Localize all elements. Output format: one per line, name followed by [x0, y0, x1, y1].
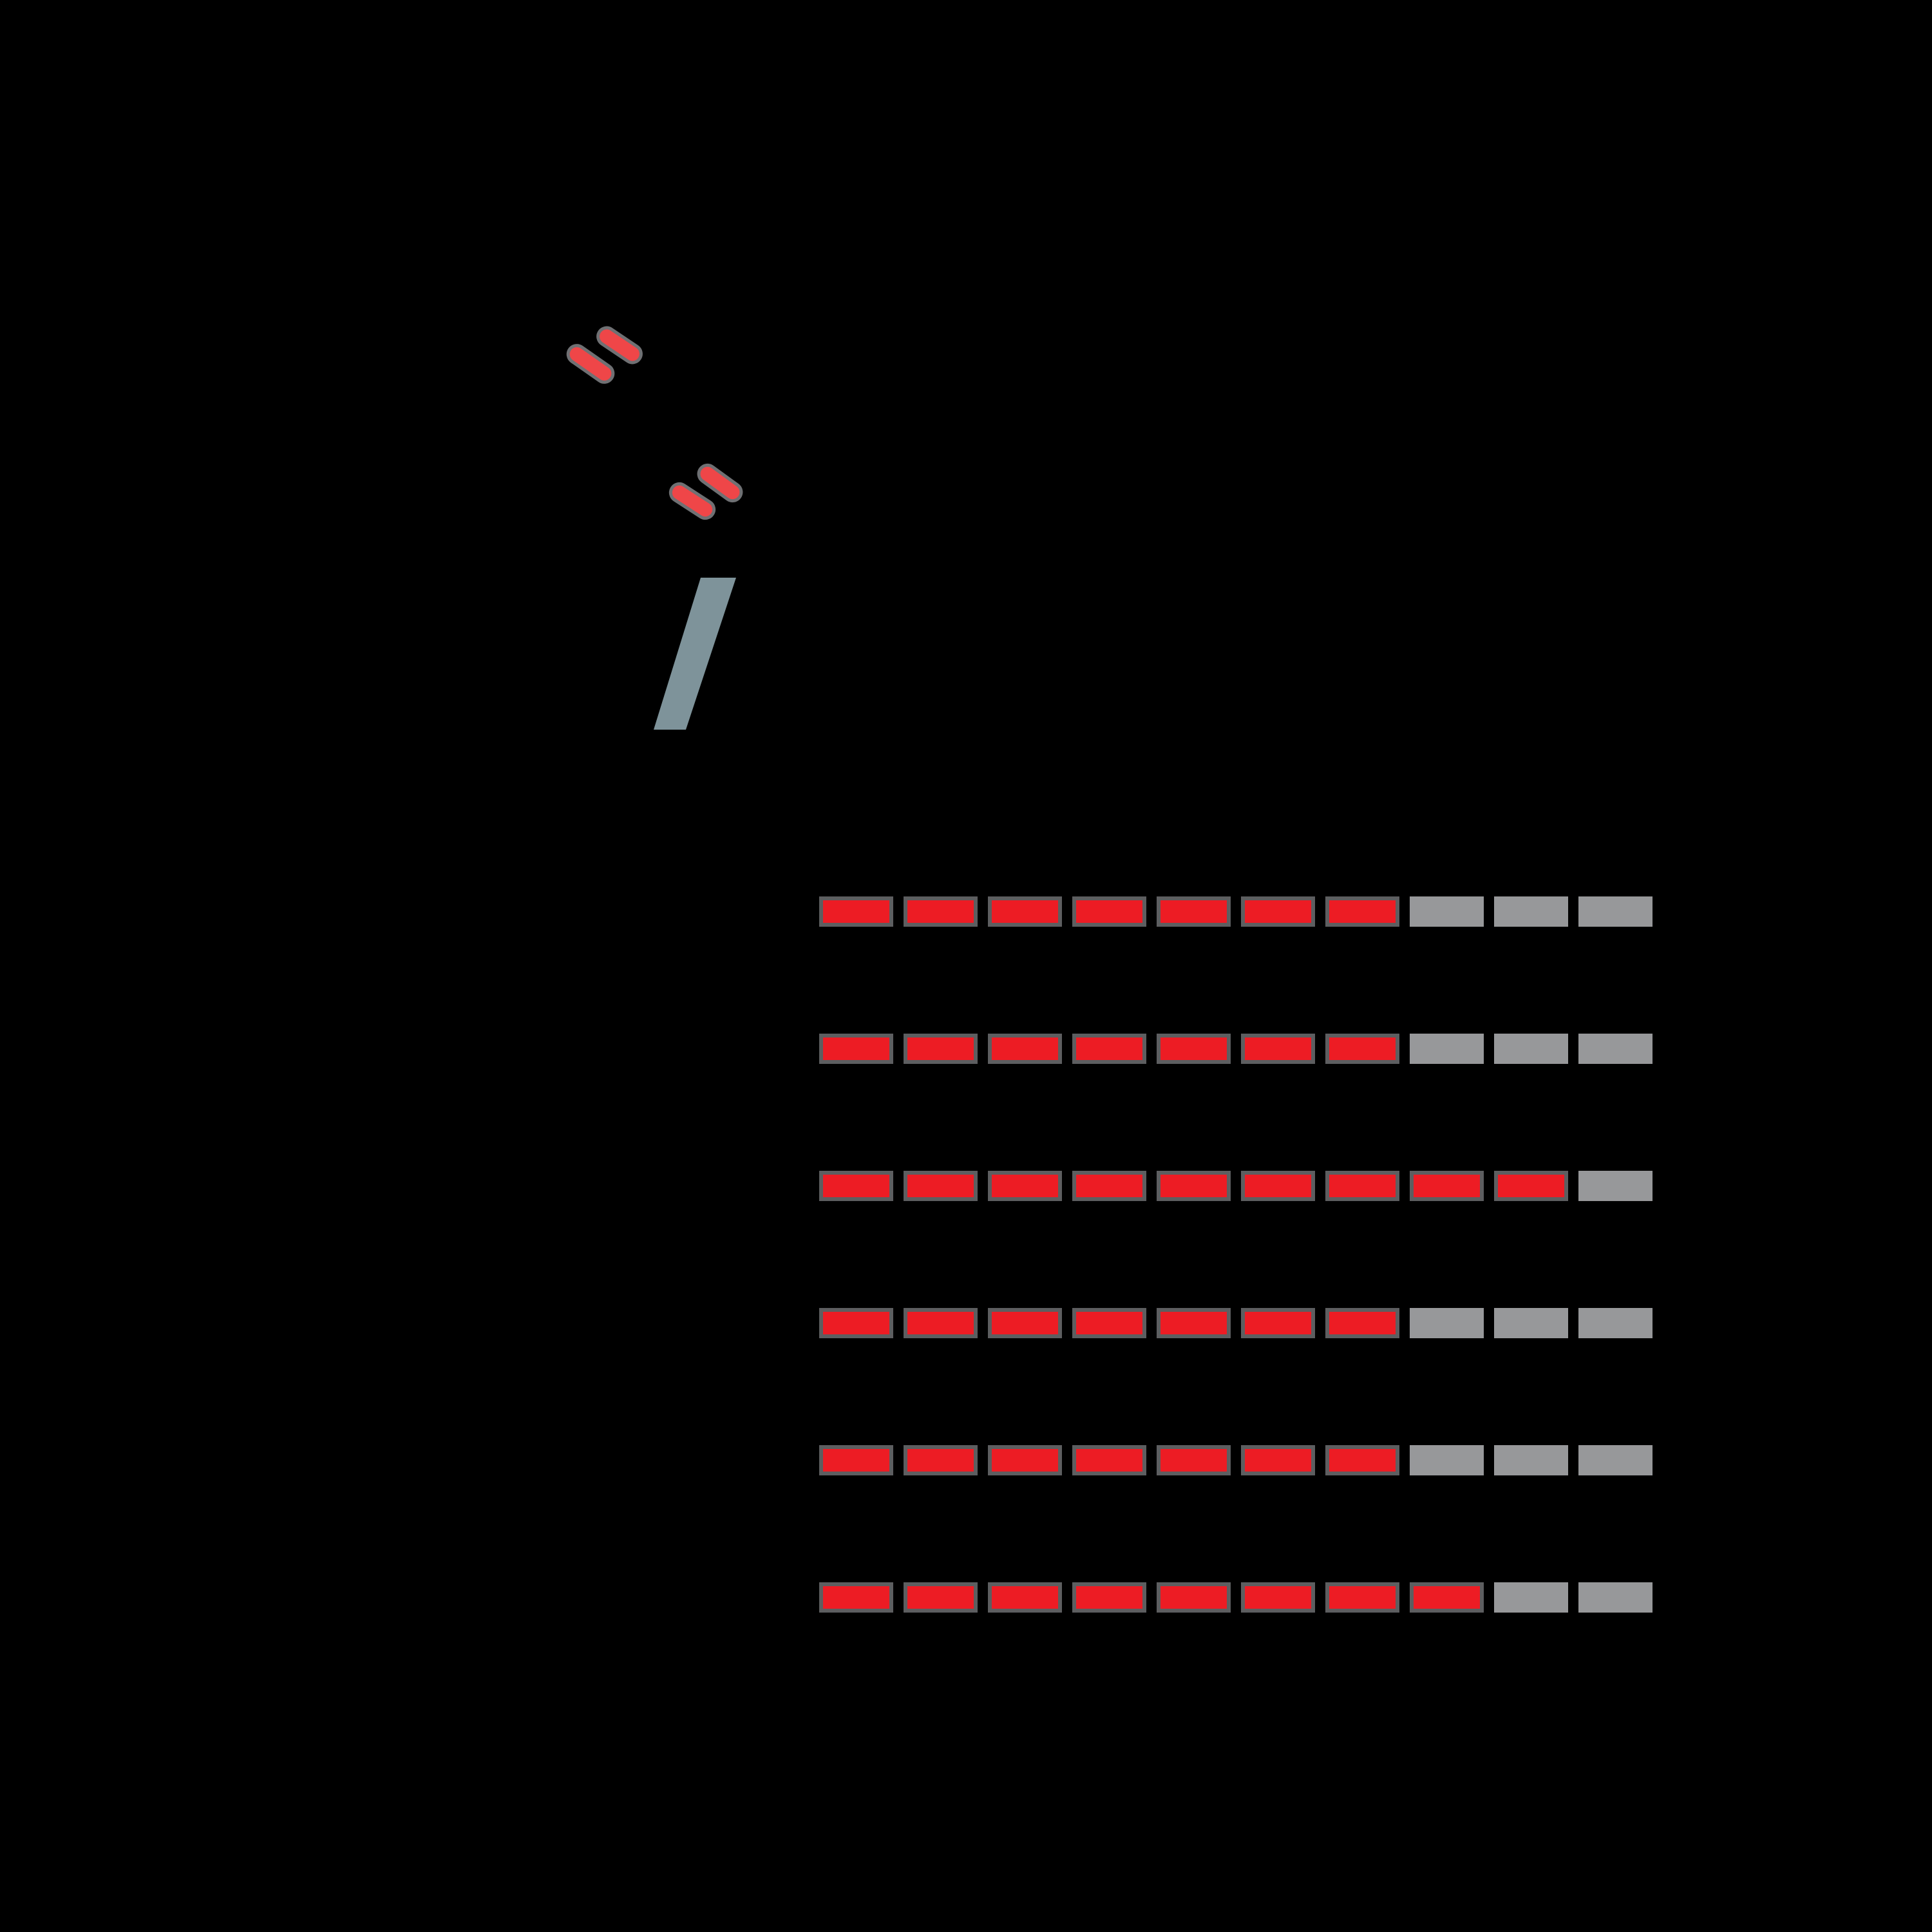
- rating-segment-filled: [1072, 1171, 1146, 1201]
- rating-segment-filled: [1325, 1034, 1399, 1064]
- rating-segment-filled: [1325, 1445, 1399, 1475]
- rating-segment-empty: [1494, 1308, 1568, 1338]
- gray-slash-icon: [654, 578, 736, 730]
- rating-row: [819, 1171, 1682, 1201]
- rating-segment-filled: [904, 1034, 978, 1064]
- rating-segment-filled: [904, 1171, 978, 1201]
- rating-segment-empty: [1578, 1445, 1653, 1475]
- rating-row: [819, 1445, 1682, 1475]
- rating-segment-filled: [1241, 1034, 1315, 1064]
- rating-segment-filled: [1241, 1445, 1315, 1475]
- rating-row: [819, 1034, 1682, 1064]
- rating-segment-empty: [1494, 1445, 1568, 1475]
- rating-row: [819, 1582, 1682, 1613]
- rating-segment-filled: [1410, 1171, 1484, 1201]
- rating-segment-empty: [1410, 896, 1484, 927]
- rating-segment-filled: [904, 896, 978, 927]
- rating-segment-filled: [904, 1445, 978, 1475]
- rating-segment-filled: [1072, 1582, 1146, 1613]
- rating-segment-filled: [1072, 1308, 1146, 1338]
- rating-segment-filled: [1325, 1171, 1399, 1201]
- rating-segment-empty: [1410, 1445, 1484, 1475]
- rating-segment-empty: [1494, 896, 1568, 927]
- rating-segment-filled: [1325, 1308, 1399, 1338]
- rating-segment-empty: [1410, 1308, 1484, 1338]
- rating-segment-filled: [988, 896, 1062, 927]
- rating-segment-filled: [819, 1171, 893, 1201]
- rating-segment-filled: [1072, 1445, 1146, 1475]
- rating-segment-empty: [1578, 1582, 1653, 1613]
- rating-segment-filled: [1157, 1308, 1231, 1338]
- rating-segment-filled: [819, 1308, 893, 1338]
- logo-mark: [0, 0, 837, 837]
- rating-segment-filled: [819, 1445, 893, 1475]
- rating-segment-filled: [1157, 1445, 1231, 1475]
- rating-segment-filled: [1157, 1171, 1231, 1201]
- rating-segment-filled: [819, 1582, 893, 1613]
- rating-segment-empty: [1578, 1034, 1653, 1064]
- rating-segment-filled: [988, 1034, 1062, 1064]
- rating-segment-empty: [1578, 896, 1653, 927]
- rating-segment-empty: [1578, 1308, 1653, 1338]
- rating-segment-filled: [1072, 896, 1146, 927]
- rating-segment-filled: [1494, 1171, 1568, 1201]
- rating-segment-empty: [1578, 1171, 1653, 1201]
- rating-segment-filled: [819, 1034, 893, 1064]
- rating-segment-filled: [1241, 1171, 1315, 1201]
- rating-segment-filled: [1241, 1308, 1315, 1338]
- rating-segment-filled: [988, 1308, 1062, 1338]
- rating-rows: [819, 896, 1682, 1719]
- rating-segment-filled: [1410, 1582, 1484, 1613]
- rating-segment-filled: [1241, 1582, 1315, 1613]
- rating-segment-filled: [1325, 896, 1399, 927]
- rating-segment-filled: [988, 1171, 1062, 1201]
- rating-segment-filled: [1157, 1582, 1231, 1613]
- rating-segment-empty: [1494, 1582, 1568, 1613]
- rating-segment-empty: [1494, 1034, 1568, 1064]
- rating-row: [819, 1308, 1682, 1338]
- rating-segment-filled: [1072, 1034, 1146, 1064]
- rating-segment-empty: [1410, 1034, 1484, 1064]
- rating-segment-filled: [988, 1582, 1062, 1613]
- rating-segment-filled: [1157, 896, 1231, 927]
- rating-segment-filled: [819, 896, 893, 927]
- rating-segment-filled: [1157, 1034, 1231, 1064]
- rating-row: [819, 896, 1682, 927]
- rating-segment-filled: [904, 1582, 978, 1613]
- rating-segment-filled: [988, 1445, 1062, 1475]
- rating-segment-filled: [904, 1308, 978, 1338]
- rating-segment-filled: [1241, 896, 1315, 927]
- rating-segment-filled: [1325, 1582, 1399, 1613]
